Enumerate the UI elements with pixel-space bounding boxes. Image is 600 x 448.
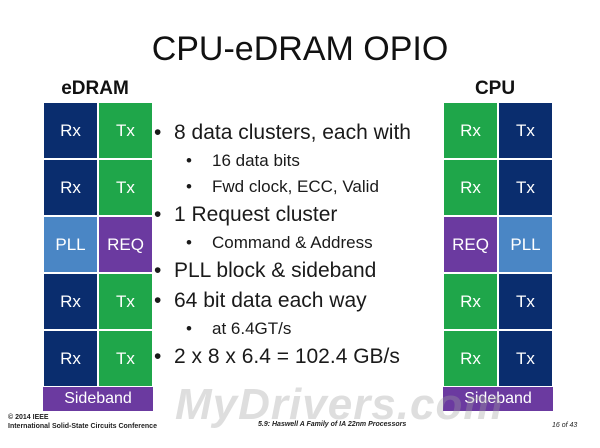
sub-bullet-item: at 6.4GT/s — [150, 316, 411, 342]
edram-tx-1: Tx — [98, 102, 153, 159]
sub-bullet-item: Command & Address — [150, 230, 411, 256]
edram-sideband: Sideband — [43, 387, 153, 411]
edram-block: Rx Tx Rx Tx PLL REQ Rx Tx Rx Tx Sideband — [43, 102, 153, 411]
edram-label: eDRAM — [61, 78, 129, 99]
bullet-item: 1 Request cluster — [150, 200, 411, 230]
cpu-tx-3: Tx — [498, 273, 553, 330]
bullet-item: 2 x 8 x 6.4 = 102.4 GB/s — [150, 342, 411, 372]
bullet-list: 8 data clusters, each with 16 data bits … — [150, 118, 411, 372]
conference-text: International Solid-State Circuits Confe… — [8, 423, 157, 430]
cpu-pll: PLL — [498, 216, 553, 273]
sub-bullet-item: Fwd clock, ECC, Valid — [150, 174, 411, 200]
cpu-tx-2: Tx — [498, 159, 553, 216]
cpu-tx-4: Tx — [498, 330, 553, 387]
cpu-label: CPU — [474, 78, 516, 99]
cpu-req: REQ — [443, 216, 498, 273]
cpu-rx-3: Rx — [443, 273, 498, 330]
cpu-tx-1: Tx — [498, 102, 553, 159]
edram-rx-1: Rx — [43, 102, 98, 159]
sub-bullet-item: 16 data bits — [150, 148, 411, 174]
footer-page-number: 16 of 43 — [552, 422, 578, 429]
edram-pll: PLL — [43, 216, 98, 273]
bullet-item: 64 bit data each way — [150, 286, 411, 316]
edram-rx-4: Rx — [43, 330, 98, 387]
cpu-sideband: Sideband — [443, 387, 553, 411]
cpu-rx-4: Rx — [443, 330, 498, 387]
watermark: MyDrivers.com — [175, 380, 504, 429]
edram-tx-3: Tx — [98, 273, 153, 330]
copyright-text: © 2014 IEEE — [8, 414, 49, 421]
edram-tx-4: Tx — [98, 330, 153, 387]
edram-tx-2: Tx — [98, 159, 153, 216]
cpu-rx-1: Rx — [443, 102, 498, 159]
slide-title: CPU-eDRAM OPIO — [151, 30, 449, 68]
footer-paper-title: 5.9: Haswell A Family of IA 22nm Process… — [258, 421, 407, 428]
bullet-item: PLL block & sideband — [150, 256, 411, 286]
edram-rx-3: Rx — [43, 273, 98, 330]
bullet-item: 8 data clusters, each with — [150, 118, 411, 148]
edram-req: REQ — [98, 216, 153, 273]
footer-copyright: © 2014 IEEE International Solid-State Ci… — [8, 413, 157, 431]
edram-rx-2: Rx — [43, 159, 98, 216]
cpu-block: Rx Tx Rx Tx REQ PLL Rx Tx Rx Tx Sideband — [443, 102, 553, 411]
cpu-rx-2: Rx — [443, 159, 498, 216]
